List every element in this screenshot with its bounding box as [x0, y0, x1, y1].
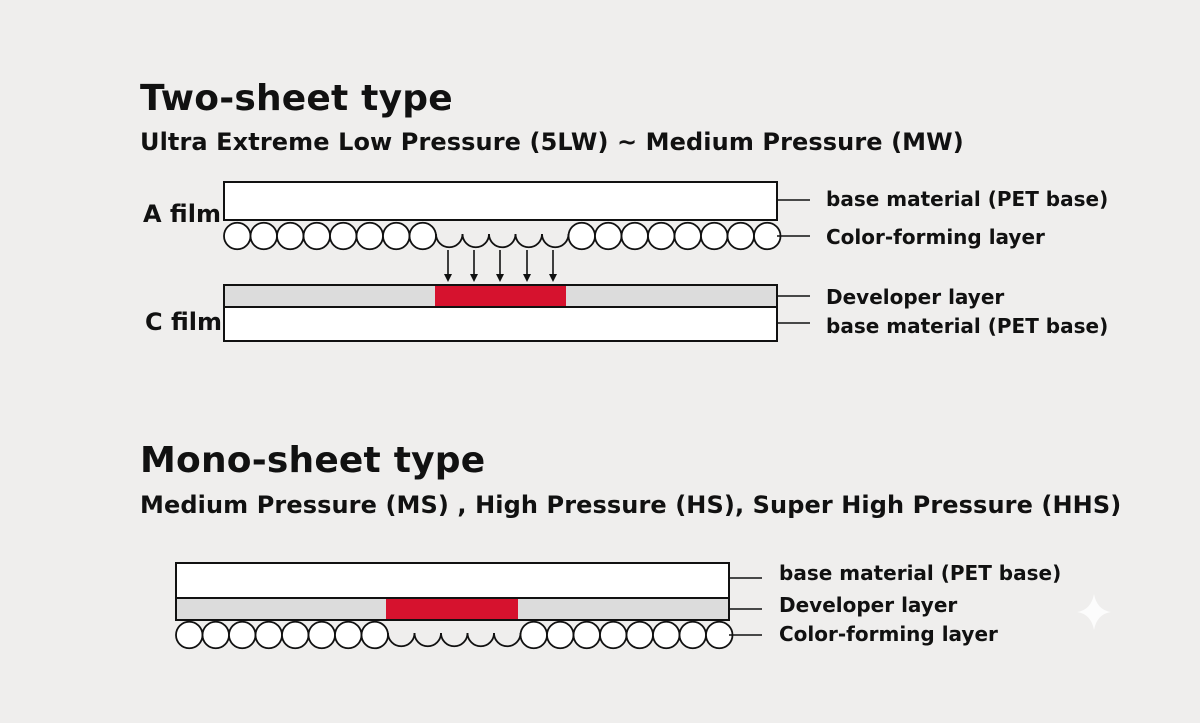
pressure-arrows: [444, 250, 557, 282]
microcapsule: [753, 221, 782, 251]
leader-lines: [729, 199, 810, 636]
microcapsule: [647, 221, 676, 251]
microcapsule: [175, 620, 204, 650]
microcapsule: [567, 221, 596, 251]
c-film-base-label: base material (PET base): [826, 314, 1109, 338]
broken-capsule: [541, 233, 570, 249]
c-film-label: C film: [145, 308, 222, 336]
microcapsule: [334, 620, 363, 650]
microcapsule: [726, 221, 755, 251]
microcapsule: [307, 620, 336, 650]
microcapsule: [281, 620, 310, 650]
microcapsule: [599, 620, 628, 650]
microcapsule: [223, 221, 252, 251]
broken-capsule: [413, 632, 442, 648]
mono-reaction-area: [386, 599, 518, 619]
broken-capsule: [435, 233, 464, 249]
microcapsule: [302, 221, 331, 251]
mono-base-layer: [175, 562, 730, 599]
mono-sheet-subtitle: Medium Pressure (MS) , High Pressure (HS…: [140, 491, 1122, 519]
broken-capsule: [488, 233, 517, 249]
mono-sheet-title: Mono-sheet type: [140, 440, 486, 481]
microcapsule: [382, 221, 411, 251]
broken-capsule: [461, 233, 490, 249]
microcapsule: [705, 620, 734, 650]
microcapsule: [678, 620, 707, 650]
broken-capsule: [387, 632, 416, 648]
broken-capsule: [514, 233, 543, 249]
microcapsule: [572, 620, 601, 650]
broken-capsule: [466, 632, 495, 648]
mono-developer-label: Developer layer: [779, 593, 958, 617]
microcapsule: [249, 221, 278, 251]
c-film-developer-label: Developer layer: [826, 285, 1005, 309]
microcapsule: [594, 221, 623, 251]
microcapsule: [228, 620, 257, 650]
a-film-base-layer: [223, 181, 778, 221]
sparkle-icon: [1077, 594, 1111, 630]
microcapsule: [329, 221, 358, 251]
mono-base-label: base material (PET base): [779, 561, 1062, 585]
microcapsule: [355, 221, 384, 251]
a-film-color-forming-label: Color-forming layer: [826, 225, 1045, 249]
microcapsule: [652, 620, 681, 650]
mono-color-forming-label: Color-forming layer: [779, 622, 998, 646]
c-film-reaction-area: [435, 286, 566, 306]
mono-color-forming-layer: [175, 620, 734, 650]
a-film-label: A film: [143, 200, 221, 228]
microcapsule: [625, 620, 654, 650]
microcapsule: [360, 620, 389, 650]
microcapsule: [254, 620, 283, 650]
two-sheet-subtitle: Ultra Extreme Low Pressure (5LW) ~ Mediu…: [140, 128, 964, 156]
two-sheet-title: Two-sheet type: [140, 78, 453, 119]
microcapsule: [546, 620, 575, 650]
microcapsule: [276, 221, 305, 251]
microcapsule: [519, 620, 548, 650]
broken-capsule: [440, 632, 469, 648]
microcapsule: [201, 620, 230, 650]
a-film-color-forming-layer: [223, 221, 782, 251]
c-film-base-layer: [223, 306, 778, 342]
microcapsule: [620, 221, 649, 251]
microcapsule: [673, 221, 702, 251]
a-film-base-label: base material (PET base): [826, 187, 1109, 211]
broken-capsule: [493, 632, 522, 648]
microcapsule: [700, 221, 729, 251]
microcapsule: [408, 221, 437, 251]
